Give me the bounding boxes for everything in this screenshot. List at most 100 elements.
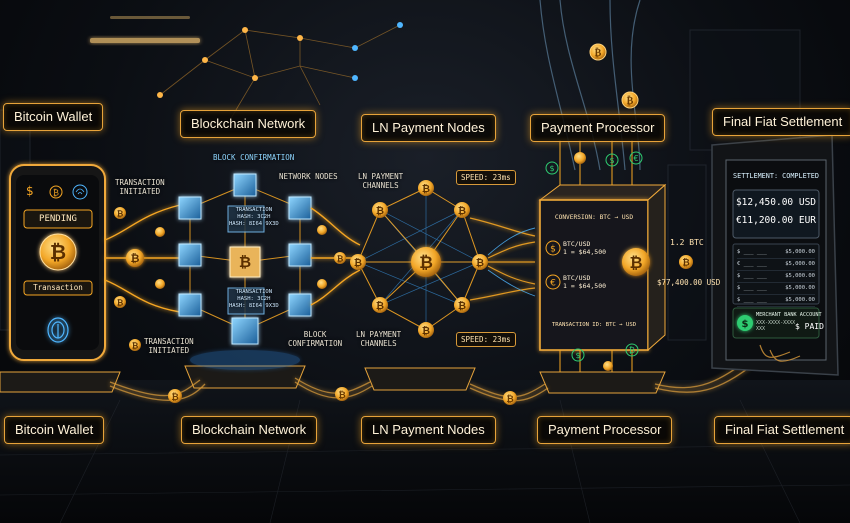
ledger-row-label: $ ___ ___ (737, 297, 767, 303)
pending-box (23, 209, 93, 229)
ledger-row: $ ___ ___ $5,000.00 (737, 295, 815, 307)
ledger-row: $ ___ ___ $5,000.00 (737, 247, 815, 259)
wallet-status: PENDING (39, 214, 77, 224)
svg-text:$: $ (549, 164, 554, 173)
ln-to-processor-stream (469, 217, 536, 301)
stage-label-payment-processor-bottom: Payment Processor (537, 416, 673, 444)
wallet-phone: $ ₿ ₿ (9, 164, 106, 361)
speed-tag-top: SPEED: 23ms (456, 170, 516, 185)
stage-label-final-fiat-settlement: Final Fiat Settlement (712, 108, 850, 136)
svg-text:₿: ₿ (476, 257, 484, 269)
processor-rate-icons: $ € (545, 240, 561, 290)
svg-text:€: € (633, 154, 638, 163)
tx-panel (227, 205, 265, 233)
btc-amount: 1.2 BTC (670, 238, 704, 247)
svg-text:$: $ (575, 351, 580, 360)
bitcoin-icon (622, 248, 650, 276)
wallet-transaction-label: Transaction (33, 283, 83, 292)
floor (0, 380, 850, 523)
ledger-row-amount: $5,000.00 (785, 249, 815, 255)
floor-coins: ₿ ₿ ₿ (168, 387, 517, 405)
ledger-row-label: € ___ ___ (737, 261, 767, 267)
settlement-cables (759, 344, 801, 362)
svg-text:₿: ₿ (506, 394, 513, 405)
rate-box-1: BTC/USD 1 = $64,500 (563, 240, 607, 256)
bitcoin-icon (679, 255, 693, 269)
svg-text:₿: ₿ (132, 342, 139, 351)
svg-text:₿: ₿ (458, 205, 466, 217)
ledger-row-amount: $5,000.00 (785, 273, 815, 279)
svg-text:₿: ₿ (419, 253, 433, 273)
ceiling-light (110, 16, 190, 19)
stage-label-ln-payment-nodes: LN Payment Nodes (361, 114, 496, 142)
block-confirmation-bottom: BLOCK CONFIRMATION (288, 330, 343, 348)
ledger-row-amount: $5,000.00 (785, 297, 815, 303)
euro-icon: € (550, 279, 556, 289)
svg-text:₿: ₿ (354, 257, 362, 269)
ledger-row-amount: $5,000.00 (785, 285, 815, 291)
ln-channels-bottom: LN PAYMENT CHANNELS (356, 330, 402, 348)
transaction-button[interactable] (23, 280, 93, 296)
pedestals (0, 365, 666, 394)
ln-channels-top: LN PAYMENT CHANNELS (358, 172, 404, 190)
svg-text:$: $ (609, 156, 614, 165)
settlement-amount-box (732, 189, 820, 239)
block-cube (288, 293, 312, 317)
settlement-terminal: $ (711, 134, 839, 376)
usd-amount: $77,400.00 USD (657, 278, 721, 287)
tx-hash-text-top: TRANSACTION HASH: 3C2H HASH: 8I64 9X3D (229, 207, 279, 227)
block-confirmation-top: BLOCK CONFIRMATION (213, 153, 295, 162)
settlement-ledger-rows: $ ___ ___$5,000.00€ ___ ___$5,000.00$ __… (737, 247, 815, 307)
dollar-icon (737, 315, 753, 331)
svg-text:₿: ₿ (171, 392, 178, 403)
svg-text:₿: ₿ (50, 240, 66, 264)
fingerprint-icon (72, 184, 88, 200)
block-cube (231, 317, 259, 345)
wallet-header-icons: $ ₿ (26, 184, 88, 200)
svg-text:₿: ₿ (337, 255, 344, 264)
ceiling-cables (539, 0, 641, 171)
settlement-ledger (732, 243, 820, 305)
blockchain-link-coins: ₿ (317, 225, 346, 289)
paid-status: $ PAID (795, 322, 824, 331)
block-cube (178, 243, 202, 267)
rate-box-2: BTC/USD 1 = $64,500 (563, 274, 607, 290)
ln-nodes: ₿ ₿ ₿ ₿ ₿ ₿ ₿ ₿ ₿ (350, 180, 488, 338)
blockchain-cubes: ₿ (178, 173, 312, 345)
svg-text:₿: ₿ (376, 205, 384, 217)
svg-text:₿: ₿ (117, 299, 124, 308)
svg-text:₿: ₿ (682, 258, 689, 269)
ledger-row: $ ___ ___$5,000.00 (737, 283, 815, 295)
stage-label-ln-payment-nodes-bottom: LN Payment Nodes (361, 416, 496, 444)
ledger-row-label: $ ___ ___ (737, 249, 767, 255)
ledger-row: € ___ ___ $5,000.00 (737, 259, 815, 271)
bitcoin-icon: ₿ (53, 189, 59, 198)
stage-label-bitcoin-wallet-bottom: Bitcoin Wallet (4, 416, 105, 444)
tx-panel (227, 287, 265, 315)
block-cube (178, 293, 202, 317)
ledger-row-amount: $5,000.00 (785, 261, 815, 267)
dollar-icon: $ (26, 184, 34, 198)
ceiling-coins: ₿ ₿ (589, 43, 639, 109)
block-cube (288, 196, 312, 220)
bitcoin-icon: ₿ (239, 253, 251, 271)
merchant-account-label: MERCHANT BANK ACCOUNT (756, 312, 822, 318)
svg-text:$: $ (742, 319, 749, 330)
block-cube (288, 243, 312, 267)
svg-text:₿: ₿ (131, 252, 140, 265)
ceiling-light (90, 38, 200, 43)
svg-text:₿: ₿ (117, 210, 124, 219)
block-cube-center (229, 246, 261, 278)
stage-label-payment-processor: Payment Processor (530, 114, 666, 142)
block-cube (178, 196, 202, 220)
transaction-initiated-bottom: TRANSACTION INITIATED (144, 337, 194, 355)
dollar-icon: $ (550, 245, 556, 255)
ledger-row: $ ___ ___$5,000.00 (737, 271, 815, 283)
wallet-links (104, 204, 185, 313)
tx-hash-text-bottom: TRANSACTION HASH: 3C2H HASH: 8I64 9X3D (229, 289, 279, 309)
svg-text:₿: ₿ (627, 95, 634, 107)
svg-text:₿: ₿ (629, 253, 642, 272)
stage-label-final-fiat-settlement-bottom: Final Fiat Settlement (714, 416, 850, 444)
